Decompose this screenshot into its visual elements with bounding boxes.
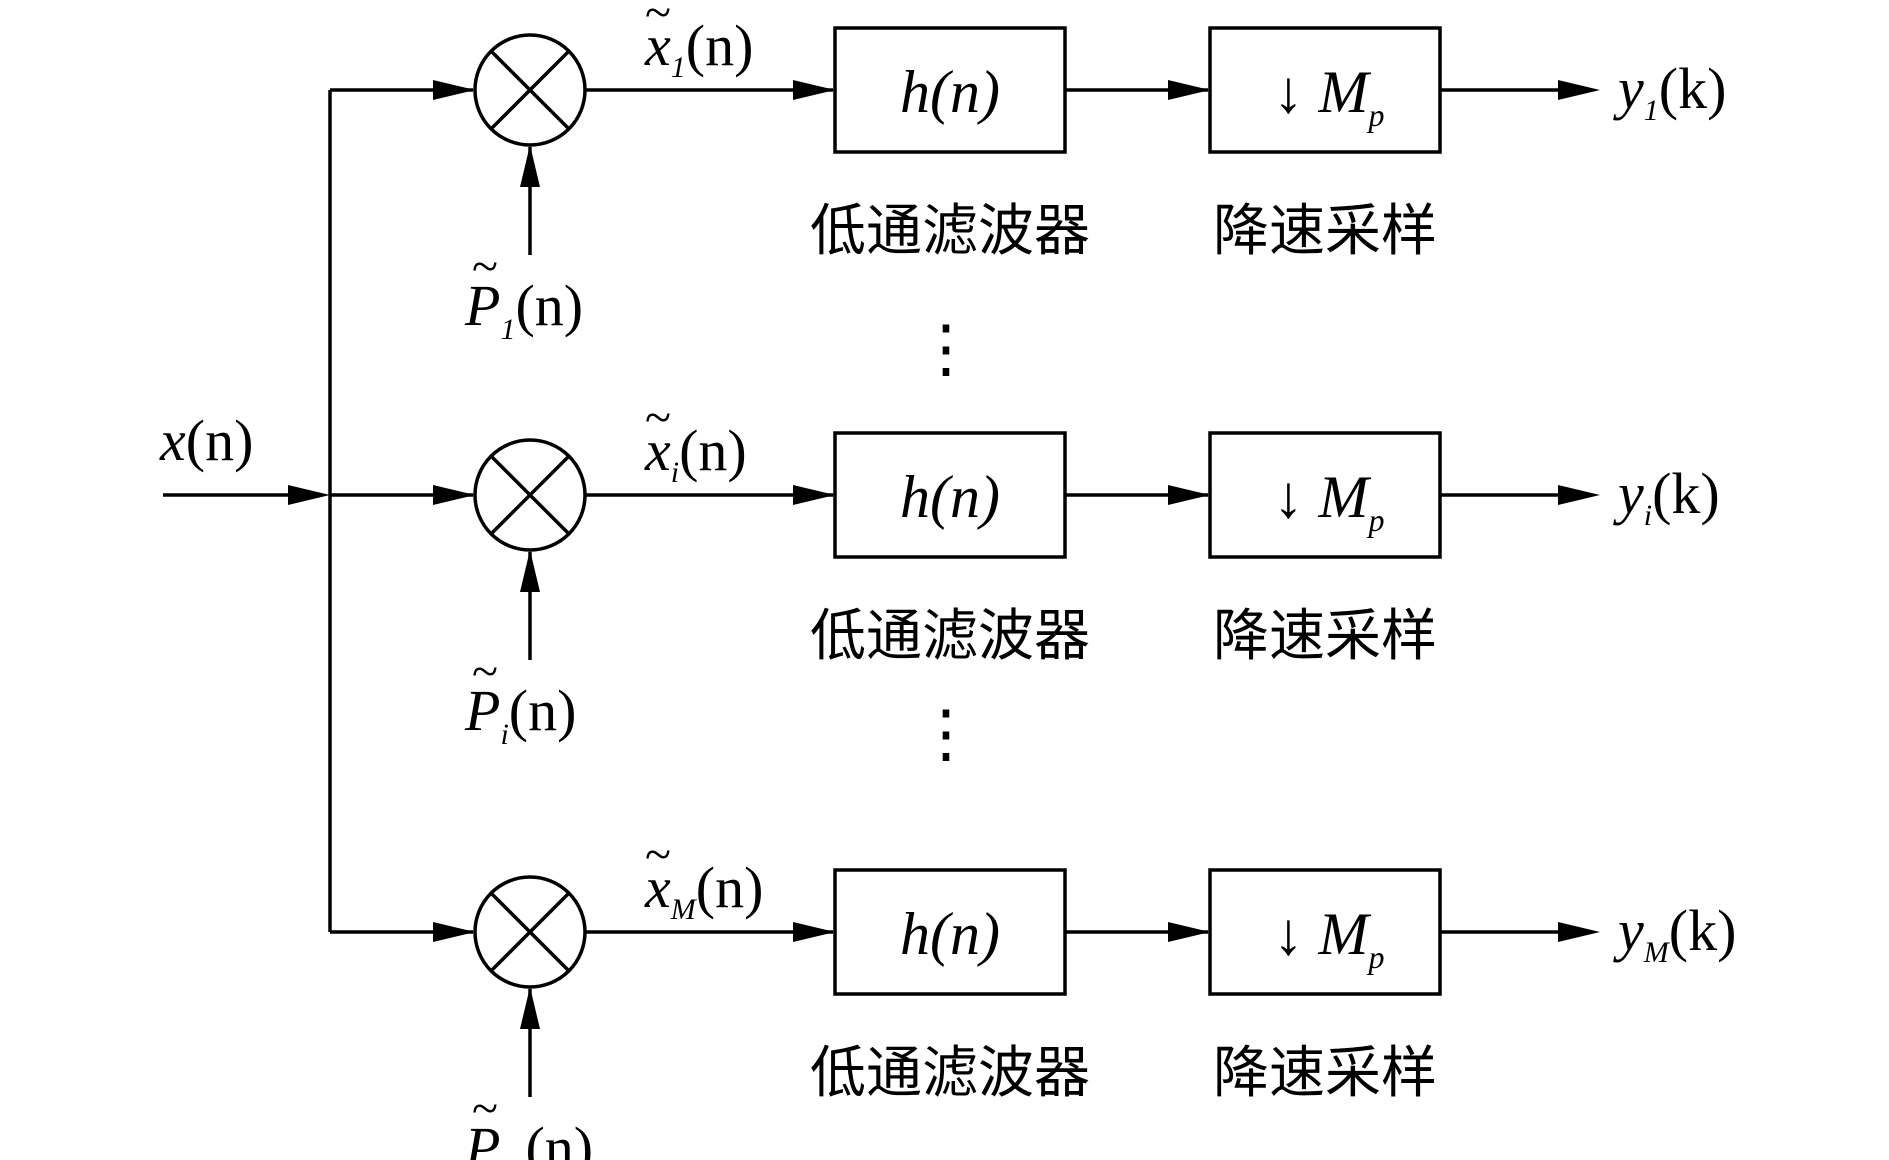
carrier-label: PM(n) xyxy=(464,1115,593,1160)
mixer-input-arrow xyxy=(433,80,475,100)
downsampler-caption: 降速采样 xyxy=(1213,604,1437,669)
multiplier-cross xyxy=(489,49,571,131)
carrier-tilde: ~ xyxy=(472,240,498,293)
downsampler-label: ↓ Mp xyxy=(1274,59,1385,133)
output-arrow xyxy=(1558,485,1600,505)
decimator-input-arrow xyxy=(1168,922,1210,942)
filter-caption: 低通滤波器 xyxy=(810,604,1090,669)
output-label: yi(k) xyxy=(1613,461,1720,532)
downsampler-caption: 降速采样 xyxy=(1213,1041,1437,1106)
decimator-input-arrow xyxy=(1168,485,1210,505)
carrier-label: P1(n) xyxy=(464,273,583,346)
carrier-arrow xyxy=(520,550,540,592)
mixed-signal-label: x1(n) xyxy=(644,13,753,84)
downsampler-block xyxy=(1208,868,1442,996)
filter-input-arrow xyxy=(793,80,835,100)
mixer-input-arrow xyxy=(433,922,475,942)
filter-caption: 低通滤波器 xyxy=(810,199,1090,264)
output-label: y1(k) xyxy=(1613,56,1726,127)
output-label: yM(k) xyxy=(1613,898,1736,969)
filter-input-arrow xyxy=(793,485,835,505)
carrier-arrow xyxy=(520,145,540,187)
downsampler-block xyxy=(1208,431,1442,559)
multiplier-cross xyxy=(489,891,571,973)
mixed-signal-label: xM(n) xyxy=(644,855,763,926)
mixed-signal-tilde: ~ xyxy=(645,391,671,444)
carrier-label: Pi(n) xyxy=(464,678,576,751)
filter-transfer-label: h(n) xyxy=(900,901,1000,967)
decimator-input-arrow xyxy=(1168,80,1210,100)
multiplier-cross xyxy=(489,454,571,536)
mixed-signal-tilde: ~ xyxy=(645,0,671,39)
filter-caption: 低通滤波器 xyxy=(810,1041,1090,1106)
mixed-signal-label: xi(n) xyxy=(644,418,747,489)
carrier-tilde: ~ xyxy=(472,645,498,698)
input-arrow-head xyxy=(288,485,330,505)
ellipsis-lower: ⋮ xyxy=(914,698,978,769)
carrier-tilde: ~ xyxy=(472,1082,498,1135)
input-arg: (n) xyxy=(186,408,254,473)
filter-transfer-label: h(n) xyxy=(900,464,1000,530)
downsampler-label: ↓ Mp xyxy=(1274,901,1385,975)
input-var: x xyxy=(159,408,186,473)
mixed-signal-tilde: ~ xyxy=(645,828,671,881)
output-arrow xyxy=(1558,80,1600,100)
ellipsis-upper: ⋮ xyxy=(914,313,978,384)
filter-transfer-label: h(n) xyxy=(900,59,1000,125)
downsampler-label: ↓ Mp xyxy=(1274,464,1385,538)
carrier-arrow xyxy=(520,987,540,1029)
downsampler-caption: 降速采样 xyxy=(1213,199,1437,264)
downsampler-block xyxy=(1208,26,1442,154)
lowpass-filter-block xyxy=(833,868,1067,996)
input-label: x(n) xyxy=(159,408,253,473)
output-arrow xyxy=(1558,922,1600,942)
mixer-input-arrow xyxy=(433,485,475,505)
filter-input-arrow xyxy=(793,922,835,942)
